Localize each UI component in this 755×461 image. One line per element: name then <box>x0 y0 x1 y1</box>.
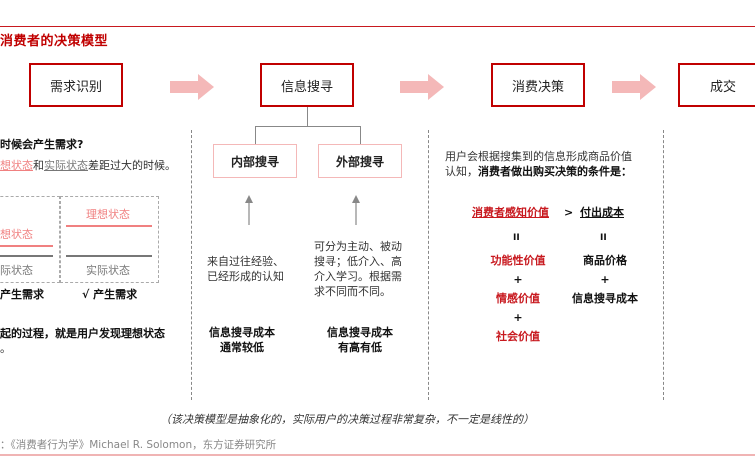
intro-plain: 认知， <box>445 165 478 178</box>
left-ideal-line <box>0 245 53 247</box>
desc-line: 介入学习。根据需 <box>314 270 402 283</box>
stage-need-recognition: 需求识别 <box>29 63 123 107</box>
flow-arrow-icon <box>400 74 444 100</box>
need-question: 时候会产生需求? <box>0 138 84 151</box>
greater-than-sign: > <box>564 206 574 219</box>
stage-label: 信息搜寻 <box>280 79 333 95</box>
flow-arrow-icon <box>612 74 656 100</box>
internal-search-desc: 来自过往经验、 已经形成的认知 <box>207 254 284 284</box>
decision-intro: 用户会根据搜集到的信息形成商品价值 认知，消费者做出购买决策的条件是： <box>445 149 632 179</box>
stage-label: 需求识别 <box>49 79 102 95</box>
cost-term: 付出成本 <box>580 206 624 219</box>
column-divider <box>663 130 664 400</box>
need-summary-end: 。 <box>0 342 11 355</box>
right-result: √ 产生需求 <box>82 288 138 301</box>
equals-sign: II <box>600 233 607 243</box>
actual-state-term: 实际状态 <box>44 159 88 172</box>
cost-line: 有高有低 <box>338 341 382 354</box>
external-search-label: 外部搜寻 <box>335 154 384 169</box>
desc-line: 搜寻；低介入、高 <box>314 255 402 268</box>
left-actual-label: 际状态 <box>0 264 33 277</box>
case-box-right <box>60 196 159 283</box>
value-social: 社会价值 <box>496 330 540 343</box>
internal-search-label: 内部搜寻 <box>230 154 279 169</box>
tree-connector <box>360 126 361 144</box>
column-divider <box>191 130 192 400</box>
intro-line: 认知，消费者做出购买决策的条件是： <box>445 164 632 179</box>
stage-label: 成交 <box>709 79 736 95</box>
ideal-state-term: 想状态 <box>0 159 33 172</box>
internal-search-box: 内部搜寻 <box>213 144 297 178</box>
column-divider <box>428 130 429 400</box>
plus-sign: + <box>513 311 523 324</box>
need-answer: 想状态和实际状态差距过大的时候。 <box>0 158 176 173</box>
internal-search-cost: 信息搜寻成本 通常较低 <box>200 325 284 355</box>
external-search-box: 外部搜寻 <box>318 144 402 178</box>
value-emotional: 情感价值 <box>496 292 540 305</box>
perceived-value-term: 消费者感知价值 <box>472 206 549 219</box>
desc-line: 求不同而不同。 <box>314 285 391 298</box>
intro-bold: 消费者做出购买决策的条件是： <box>478 165 632 178</box>
plus-sign: + <box>600 273 610 286</box>
footer-rule <box>0 454 755 456</box>
stage-label: 消费决策 <box>511 79 564 95</box>
external-search-cost: 信息搜寻成本 有高有低 <box>318 325 402 355</box>
tree-connector <box>255 126 256 144</box>
right-ideal-label: 理想状态 <box>86 208 130 221</box>
cost-price: 商品价格 <box>583 254 627 267</box>
header-rule <box>0 26 755 27</box>
cost-search: 信息搜寻成本 <box>572 292 638 305</box>
right-ideal-line <box>66 225 152 227</box>
answer-tail: 差距过大的时候。 <box>88 159 176 172</box>
desc-line: 可分为主动、被动 <box>314 240 402 253</box>
tree-connector <box>307 107 308 127</box>
intro-line: 用户会根据搜集到的信息形成商品价值 <box>445 150 632 163</box>
desc-line: 来自过往经验、 <box>207 255 284 268</box>
tree-connector <box>255 126 361 127</box>
equals-sign: II <box>513 233 520 243</box>
stage-deal: 成交 <box>678 63 755 107</box>
left-result: 产生需求 <box>0 288 44 301</box>
cost-line: 信息搜寻成本 <box>327 326 393 339</box>
plus-sign: + <box>513 273 523 286</box>
value-functional: 功能性价值 <box>490 254 546 267</box>
desc-line: 已经形成的认知 <box>207 270 284 283</box>
up-arrow-icon <box>352 195 360 225</box>
source-note: ：《消费者行为学》Michael R. Solomon，东方证券研究所 <box>0 439 277 451</box>
need-summary: 起的过程，就是用户发现理想状态 <box>0 327 165 340</box>
flow-arrow-icon <box>170 74 214 100</box>
right-actual-label: 实际状态 <box>86 264 130 277</box>
stage-info-search: 信息搜寻 <box>260 63 354 107</box>
up-arrow-icon <box>245 195 253 225</box>
case-box-left <box>0 196 60 283</box>
stage-purchase-decision: 消费决策 <box>491 63 585 107</box>
left-ideal-label: 想状态 <box>0 228 33 241</box>
model-caption: （该决策模型是抽象化的，实际用户的决策过程非常复杂，不一定是线性的） <box>160 413 534 426</box>
page-title: 消费者的决策模型 <box>0 34 109 49</box>
answer-conjunction: 和 <box>33 159 44 172</box>
cost-line: 通常较低 <box>220 341 264 354</box>
external-search-desc: 可分为主动、被动 搜寻；低介入、高 介入学习。根据需 求不同而不同。 <box>314 239 402 299</box>
cost-line: 信息搜寻成本 <box>209 326 275 339</box>
left-actual-line <box>0 255 53 257</box>
right-actual-line <box>66 255 152 257</box>
